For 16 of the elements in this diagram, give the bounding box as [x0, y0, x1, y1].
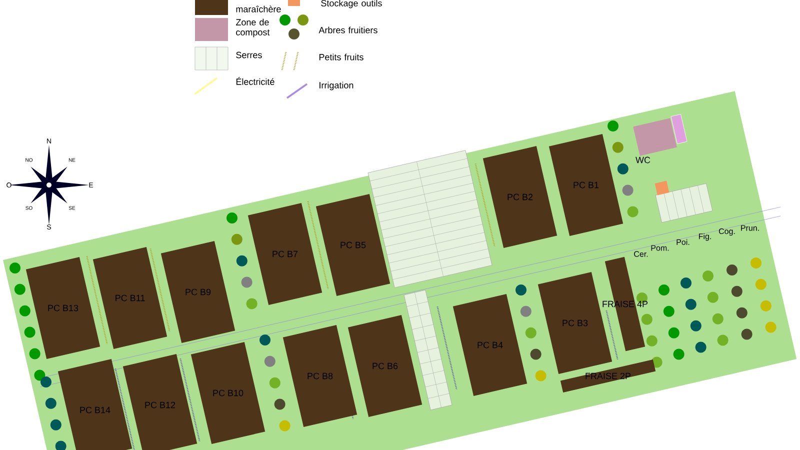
node-label: FRAISE 2P [586, 372, 631, 380]
legend-item: maraîchère [195, 0, 281, 15]
legend-item: Zone de compost [195, 18, 270, 41]
legend-item: Électricité [194, 77, 274, 95]
tree-row-label: Fig. [699, 233, 711, 241]
tree-row-label: Cer. [634, 251, 648, 257]
tree-row-label: Pom. [651, 245, 669, 251]
tree-row-label: Cog. [718, 228, 735, 236]
tree-row-label: Prun. [741, 225, 759, 231]
legend-item: Serres [194, 46, 262, 70]
legend-item: Stockage outils [288, 0, 382, 8]
legend-item: Irrigation [286, 82, 354, 99]
legend-item: Petits fruits [281, 52, 364, 70]
legend-item: Arbres fruitiers [280, 14, 378, 40]
node-label: WC [636, 156, 650, 164]
tree-row-label: Poi. [676, 239, 690, 245]
